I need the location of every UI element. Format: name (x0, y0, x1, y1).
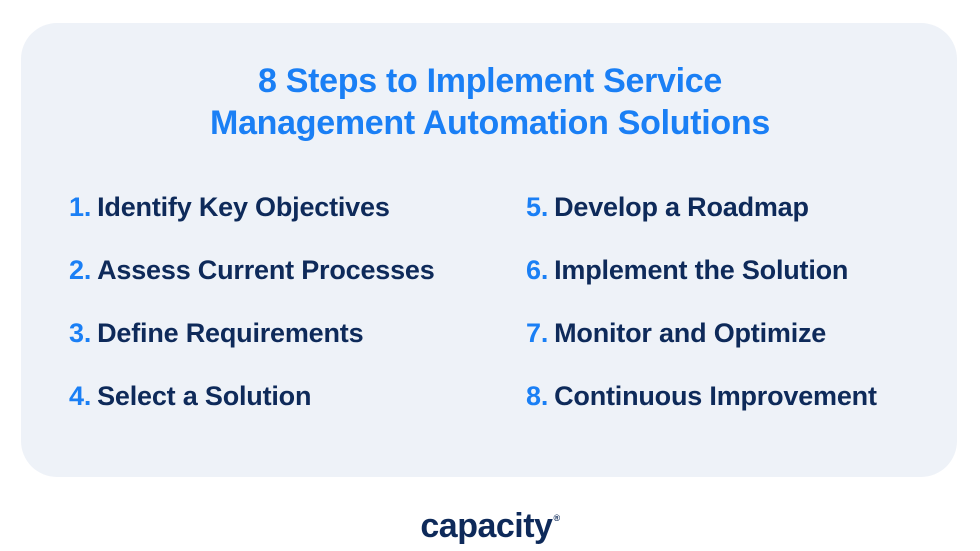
step-item: 8.Continuous Improvement (526, 376, 877, 439)
step-label: Define Requirements (97, 318, 364, 348)
step-number: 6. (526, 255, 549, 285)
step-item: 1.Identify Key Objectives (69, 187, 435, 250)
step-number: 4. (69, 381, 92, 411)
step-item: 5.Develop a Roadmap (526, 187, 877, 250)
step-label: Monitor and Optimize (554, 318, 827, 348)
steps-column-left: 1.Identify Key Objectives 2.Assess Curre… (69, 187, 435, 439)
step-number: 8. (526, 381, 549, 411)
step-item: 4.Select a Solution (69, 376, 435, 439)
step-number: 2. (69, 255, 92, 285)
step-label: Implement the Solution (554, 255, 849, 285)
capacity-logo: capacity® (0, 496, 980, 548)
step-label: Select a Solution (97, 381, 312, 411)
page-title: 8 Steps to Implement Service Management … (0, 60, 980, 144)
step-item: 3.Define Requirements (69, 313, 435, 376)
step-item: 2.Assess Current Processes (69, 250, 435, 313)
step-number: 1. (69, 192, 92, 222)
steps-column-right: 5.Develop a Roadmap 6.Implement the Solu… (526, 187, 877, 439)
step-item: 6.Implement the Solution (526, 250, 877, 313)
step-label: Identify Key Objectives (97, 192, 390, 222)
step-number: 7. (526, 318, 549, 348)
step-label: Develop a Roadmap (554, 192, 809, 222)
registered-mark: ® (553, 513, 560, 523)
info-card (21, 23, 957, 477)
step-number: 5. (526, 192, 549, 222)
step-number: 3. (69, 318, 92, 348)
logo-text: capacity (420, 507, 553, 545)
title-line-1: 8 Steps to Implement Service (258, 62, 722, 100)
title-line-2: Management Automation Solutions (210, 104, 770, 142)
step-label: Assess Current Processes (97, 255, 435, 285)
step-item: 7.Monitor and Optimize (526, 313, 877, 376)
step-label: Continuous Improvement (554, 381, 877, 411)
